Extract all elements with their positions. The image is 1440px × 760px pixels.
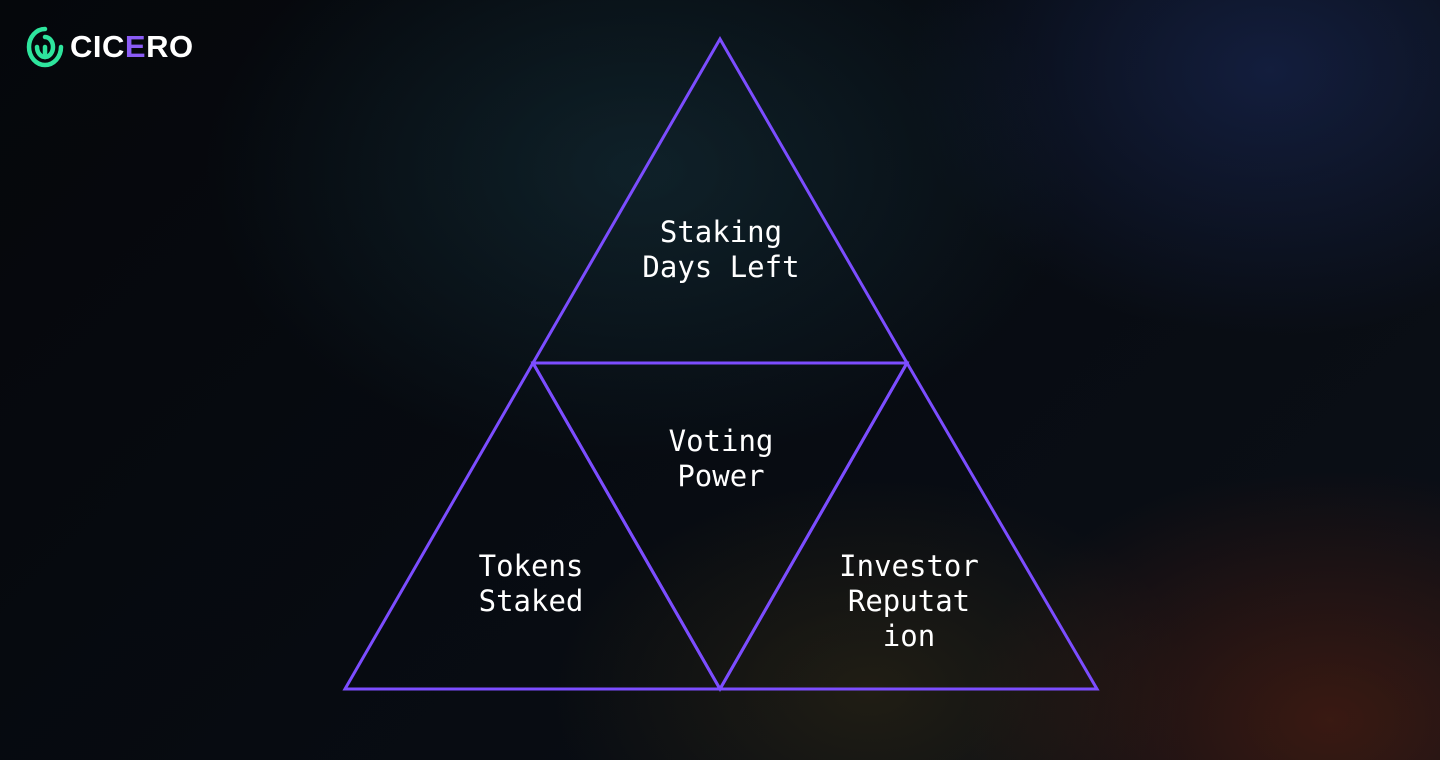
top-triangle [530, 35, 910, 365]
left-segment-label: Tokens Staked [478, 549, 584, 618]
right-segment-label: Investor Reputat ion [839, 549, 979, 653]
right-triangle [717, 360, 1100, 691]
brand-name: CICERO [70, 29, 194, 64]
top-segment-label: Staking Days Left [642, 215, 800, 284]
cicero-spiral-icon [26, 26, 64, 68]
brand-logo: CICERO [26, 25, 194, 69]
center-segment-label: Voting Power [668, 424, 774, 493]
left-triangle [342, 359, 723, 691]
